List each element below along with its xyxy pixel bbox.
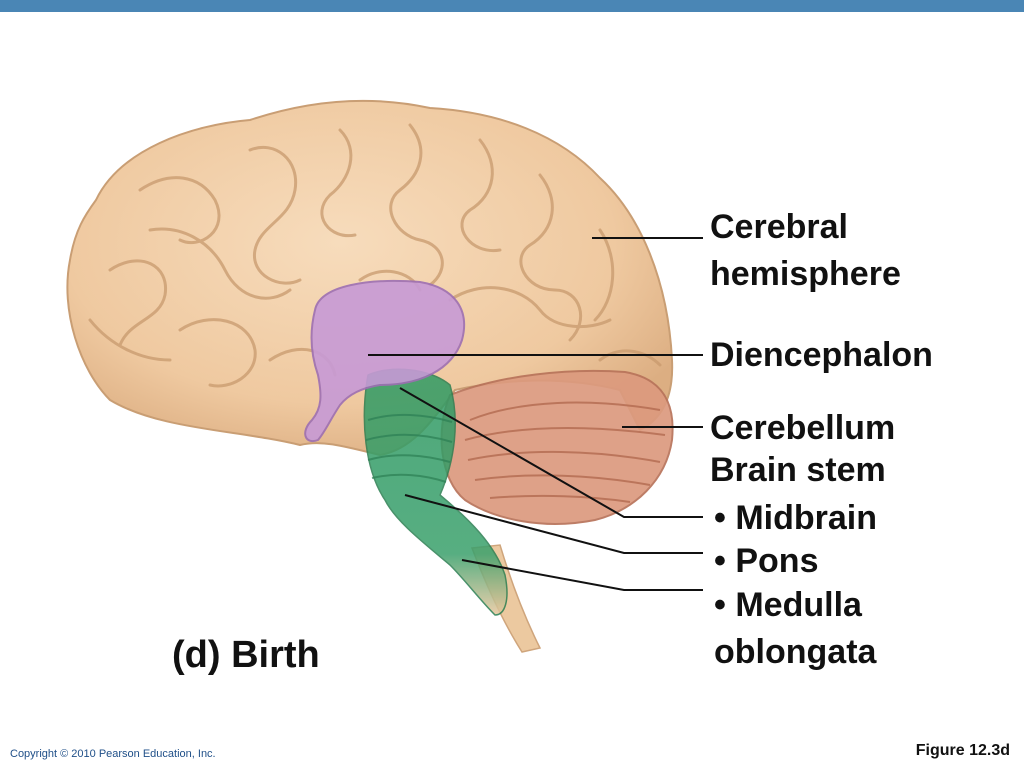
leader-line-medulla [461, 559, 703, 591]
label-midbrain: • Midbrain [714, 499, 878, 537]
leader-line-pons [404, 494, 703, 554]
label-pons: • Pons [714, 542, 819, 580]
figure-number: Figure 12.3d [915, 742, 1010, 759]
cerebellum [440, 369, 674, 525]
label-diencephalon: Diencephalon [710, 336, 933, 374]
label-oblongata: oblongata [714, 633, 877, 671]
label-cerebellum: Cerebellum [710, 409, 896, 447]
copyright-notice: Copyright © 2010 Pearson Education, Inc. [10, 748, 216, 760]
cerebral-gyri [88, 123, 662, 388]
brain-stem [363, 368, 508, 616]
diencephalon [304, 279, 466, 443]
pons-ridges [365, 413, 453, 483]
cerebellum-folia [464, 401, 666, 503]
label-hemisphere: hemisphere [710, 255, 901, 293]
label-brain-stem: Brain stem [710, 451, 886, 489]
leader-lines [368, 237, 703, 591]
top-accent-bar [0, 0, 1024, 12]
leader-line-midbrain [399, 387, 703, 518]
figure-caption: (d) Birth [172, 634, 320, 676]
label-cerebral: Cerebral [710, 208, 848, 246]
label-medulla: • Medulla [714, 586, 862, 624]
